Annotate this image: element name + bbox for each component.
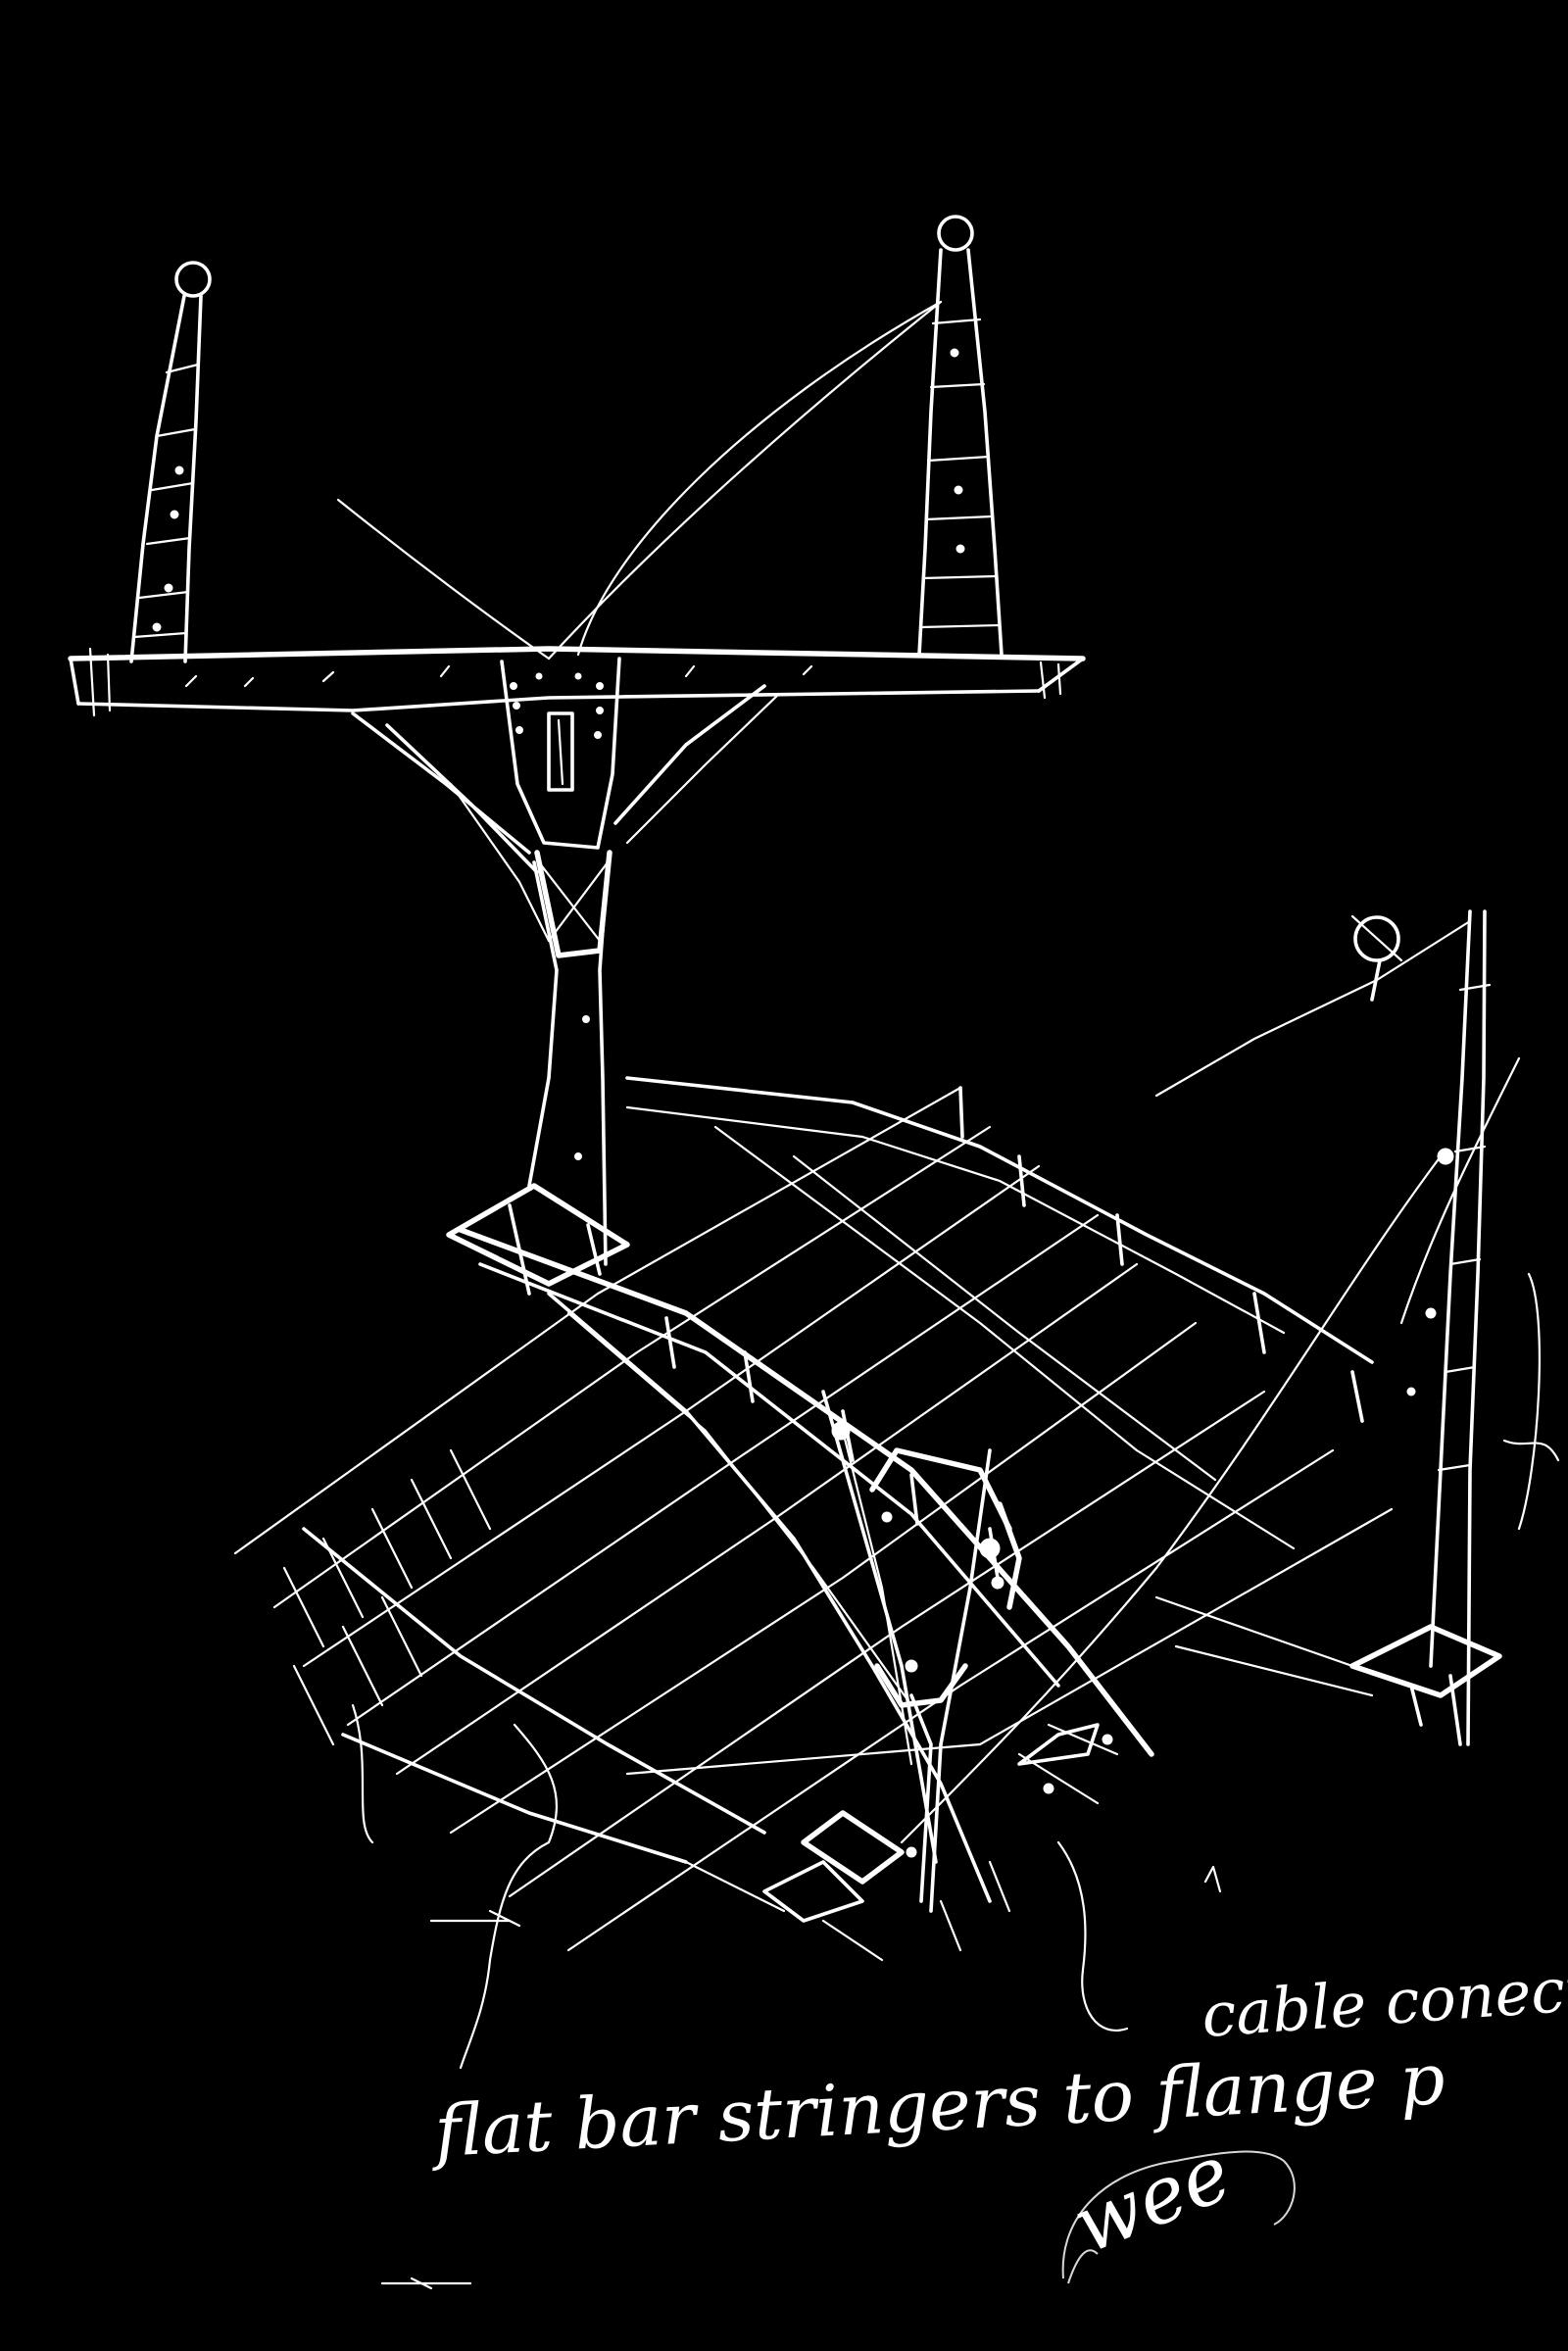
deck-framework — [233, 1076, 1394, 1952]
cable-connect-label: cable conect — [1200, 1953, 1568, 2051]
crossbeam — [68, 646, 1086, 717]
faint-mark-text: wee — [1060, 2127, 1243, 2271]
column — [527, 850, 612, 1266]
flat-bar-stringers-label: flat bar stringers to flange p — [428, 2037, 1447, 2173]
right-mast — [917, 215, 1004, 657]
upper-pylon — [68, 215, 1086, 1296]
left-mast — [129, 261, 212, 663]
leader-lines — [380, 1723, 1222, 2290]
connection-plate — [500, 657, 621, 850]
faint-mark: wee — [1060, 2127, 1296, 2284]
right-lower-mast — [900, 909, 1560, 1844]
lower-connection — [684, 1723, 1119, 1962]
